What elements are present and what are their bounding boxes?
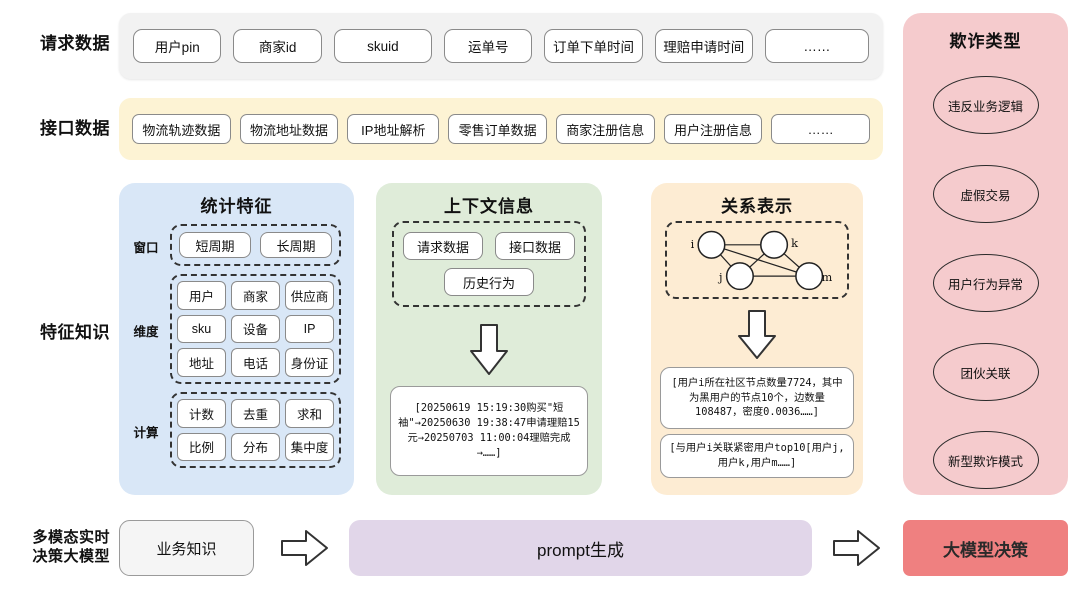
request-chip-user-pin[interactable]: 用户pin: [133, 29, 222, 63]
relation-graph-group: i k j m: [665, 221, 849, 299]
relation-graph-icon: i k j m: [691, 230, 833, 291]
stat-calc-group: 计数 去重 求和 比例 分布 集中度: [170, 392, 341, 468]
api-data-band: 物流轨迹数据 物流地址数据 IP地址解析 零售订单数据 商家注册信息 用户注册信…: [119, 98, 883, 160]
context-sources-group: 请求数据 接口数据 历史行为: [392, 221, 586, 307]
request-chip-claim-time[interactable]: 理赔申请时间: [654, 29, 753, 63]
large-model-decision-box[interactable]: 大模型决策: [903, 520, 1068, 576]
row-label-multimodal-decision: 多模态实时 决策大模型: [8, 529, 110, 567]
context-output-text: [20250619 15:19:30购买"短袖"→20250630 19:38:…: [390, 386, 588, 476]
request-chip-order-time[interactable]: 订单下单时间: [544, 29, 643, 63]
relation-representation-title: 关系表示: [721, 197, 793, 216]
row-label-request-data: 请求数据: [40, 34, 110, 53]
api-chip-merchant-register[interactable]: 商家注册信息: [555, 114, 655, 144]
stat-dim-supplier[interactable]: 供应商: [285, 281, 334, 310]
stat-calc-concentration[interactable]: 集中度: [285, 432, 334, 461]
fraud-type-violate-business-logic[interactable]: 违反业务逻辑: [932, 76, 1039, 134]
stat-dim-user[interactable]: 用户: [177, 281, 226, 310]
api-chip-ellipsis[interactable]: ……: [771, 114, 870, 144]
business-knowledge-box[interactable]: 业务知识: [119, 520, 254, 576]
stat-dim-phone[interactable]: 电话: [231, 348, 280, 377]
context-information-title: 上下文信息: [444, 197, 534, 216]
context-information-panel: 上下文信息 请求数据 接口数据 历史行为 [20250619 15:19:30购…: [376, 183, 602, 495]
api-chip-logistics-address[interactable]: 物流地址数据: [239, 114, 339, 144]
stat-dim-ip[interactable]: IP: [285, 314, 334, 344]
stat-dim-sku[interactable]: sku: [177, 314, 226, 344]
request-chip-waybill-no[interactable]: 运单号: [444, 29, 533, 63]
relation-down-arrow-icon: [738, 310, 776, 359]
relation-output-text-topk: [与用户i关联紧密用户top10[用户j,用户k,用户m……]: [660, 434, 854, 478]
fraud-type-new-fraud-pattern[interactable]: 新型欺诈模式: [932, 431, 1039, 489]
arrow-right-icon-1: [281, 530, 328, 566]
stat-dimension-label: 维度: [133, 325, 159, 339]
row-label-line-2: 决策大模型: [32, 547, 110, 565]
stat-window-short-cycle[interactable]: 短周期: [179, 232, 251, 258]
context-source-request-data[interactable]: 请求数据: [403, 232, 483, 260]
stat-dim-address[interactable]: 地址: [177, 348, 226, 377]
api-chip-logistics-track[interactable]: 物流轨迹数据: [132, 114, 231, 144]
context-source-api-data[interactable]: 接口数据: [495, 232, 575, 260]
fraud-type-gang-association[interactable]: 团伙关联: [932, 343, 1039, 401]
stat-calc-distribution[interactable]: 分布: [231, 432, 280, 461]
relation-node-label-k: k: [791, 236, 798, 250]
context-down-arrow-icon: [470, 324, 508, 375]
statistical-features-panel: 统计特征 窗口 短周期 长周期 维度 用户 商家 供应商 sku 设备 IP 地…: [119, 183, 354, 495]
statistical-features-title: 统计特征: [200, 197, 273, 216]
row-label-feature-knowledge: 特征知识: [40, 323, 110, 342]
stat-calc-distinct[interactable]: 去重: [231, 399, 280, 428]
relation-node-label-i: i: [691, 237, 695, 251]
prompt-generation-box[interactable]: prompt生成: [349, 520, 812, 576]
api-chip-ip-resolve[interactable]: IP地址解析: [347, 114, 440, 144]
fraud-type-fake-transaction[interactable]: 虚假交易: [932, 165, 1039, 223]
context-source-history-behavior[interactable]: 历史行为: [444, 268, 534, 296]
stat-dim-merchant[interactable]: 商家: [231, 281, 280, 310]
request-chip-skuid[interactable]: skuid: [333, 29, 433, 63]
row-label-api-data: 接口数据: [40, 119, 110, 138]
stat-window-long-cycle[interactable]: 长周期: [260, 232, 332, 258]
fraud-type-abnormal-user-behavior[interactable]: 用户行为异常: [932, 254, 1039, 312]
row-label-line-1: 多模态实时: [32, 529, 110, 546]
stat-calc-sum[interactable]: 求和: [285, 399, 334, 428]
relation-node-label-m: m: [822, 270, 833, 284]
relation-output-text-community: [用户i所在社区节点数量7724，其中为黑用户的节点10个，边数量108487，…: [660, 367, 854, 429]
api-chip-user-register[interactable]: 用户注册信息: [663, 114, 763, 144]
stat-calc-count[interactable]: 计数: [177, 399, 226, 428]
fraud-types-panel: 欺诈类型 违反业务逻辑 虚假交易 用户行为异常 团伙关联 新型欺诈模式: [903, 13, 1068, 495]
request-chip-ellipsis[interactable]: ……: [764, 29, 869, 63]
request-chip-merchant-id[interactable]: 商家id: [233, 29, 322, 63]
relation-node-label-j: j: [717, 270, 723, 284]
stat-calc-ratio[interactable]: 比例: [177, 432, 226, 461]
arrow-right-icon-2: [833, 530, 880, 566]
stat-dim-id-card[interactable]: 身份证: [285, 348, 334, 377]
stat-window-label: 窗口: [133, 241, 159, 255]
stat-dimension-group: 用户 商家 供应商 sku 设备 IP 地址 电话 身份证: [170, 274, 341, 384]
stat-window-group: 短周期 长周期: [170, 224, 341, 266]
stat-calc-label: 计算: [133, 426, 159, 440]
relation-representation-panel: 关系表示 i k: [651, 183, 863, 495]
request-data-band: 用户pin 商家id skuid 运单号 订单下单时间 理赔申请时间 ……: [119, 13, 883, 79]
fraud-types-title: 欺诈类型: [949, 32, 1022, 51]
api-chip-retail-order[interactable]: 零售订单数据: [448, 114, 547, 144]
stat-dim-device[interactable]: 设备: [231, 314, 280, 344]
